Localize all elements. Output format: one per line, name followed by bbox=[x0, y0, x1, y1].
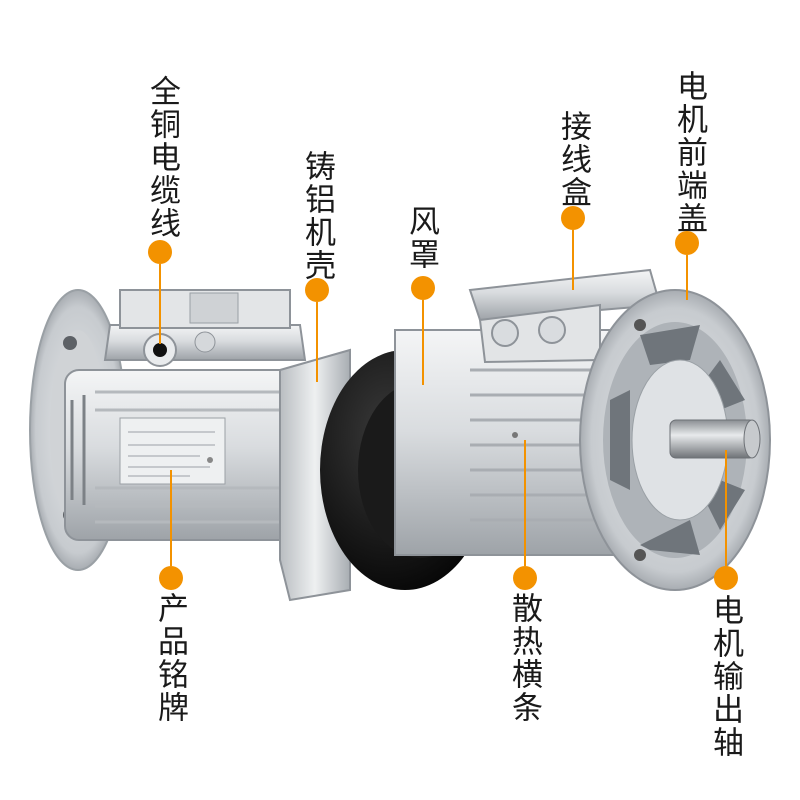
callout-leader-nameplate bbox=[170, 470, 172, 566]
callout-label-cooling-fins: 散热横条 bbox=[506, 592, 542, 724]
callout-dot-front-cover bbox=[675, 231, 699, 255]
right-motor bbox=[394, 268, 771, 591]
callout-dot-nameplate bbox=[159, 566, 183, 590]
callout-leader-housing bbox=[316, 302, 318, 382]
callout-label-nameplate: 产品铭牌 bbox=[152, 592, 188, 724]
nameplate bbox=[119, 417, 226, 485]
callout-leader-junction-box bbox=[572, 230, 574, 290]
callout-label-front-cover: 电机前端盖 bbox=[671, 70, 707, 235]
callout-label-output-shaft: 电机输出轴 bbox=[707, 594, 743, 759]
output-shaft bbox=[669, 419, 761, 459]
left-junction-box bbox=[103, 289, 307, 367]
callout-leader-cable bbox=[159, 264, 161, 344]
callout-label-fan-cover: 风罩 bbox=[403, 205, 439, 271]
callout-label-housing: 铸铝机壳 bbox=[299, 150, 335, 282]
callout-dot-output-shaft bbox=[714, 566, 738, 590]
callout-leader-output-shaft bbox=[725, 450, 727, 566]
callout-label-junction-box: 接线盒 bbox=[555, 110, 591, 209]
callout-leader-front-cover bbox=[686, 255, 688, 300]
callout-leader-fan-cover bbox=[422, 300, 424, 385]
callout-dot-cooling-fins bbox=[513, 566, 537, 590]
right-junction-box bbox=[468, 268, 662, 364]
callout-dot-cable bbox=[148, 240, 172, 264]
callout-label-cable: 全铜电缆线 bbox=[144, 75, 180, 240]
callout-dot-junction-box bbox=[561, 206, 585, 230]
callout-dot-fan-cover bbox=[411, 276, 435, 300]
callout-dot-housing bbox=[305, 278, 329, 302]
callout-leader-cooling-fins bbox=[524, 440, 526, 566]
